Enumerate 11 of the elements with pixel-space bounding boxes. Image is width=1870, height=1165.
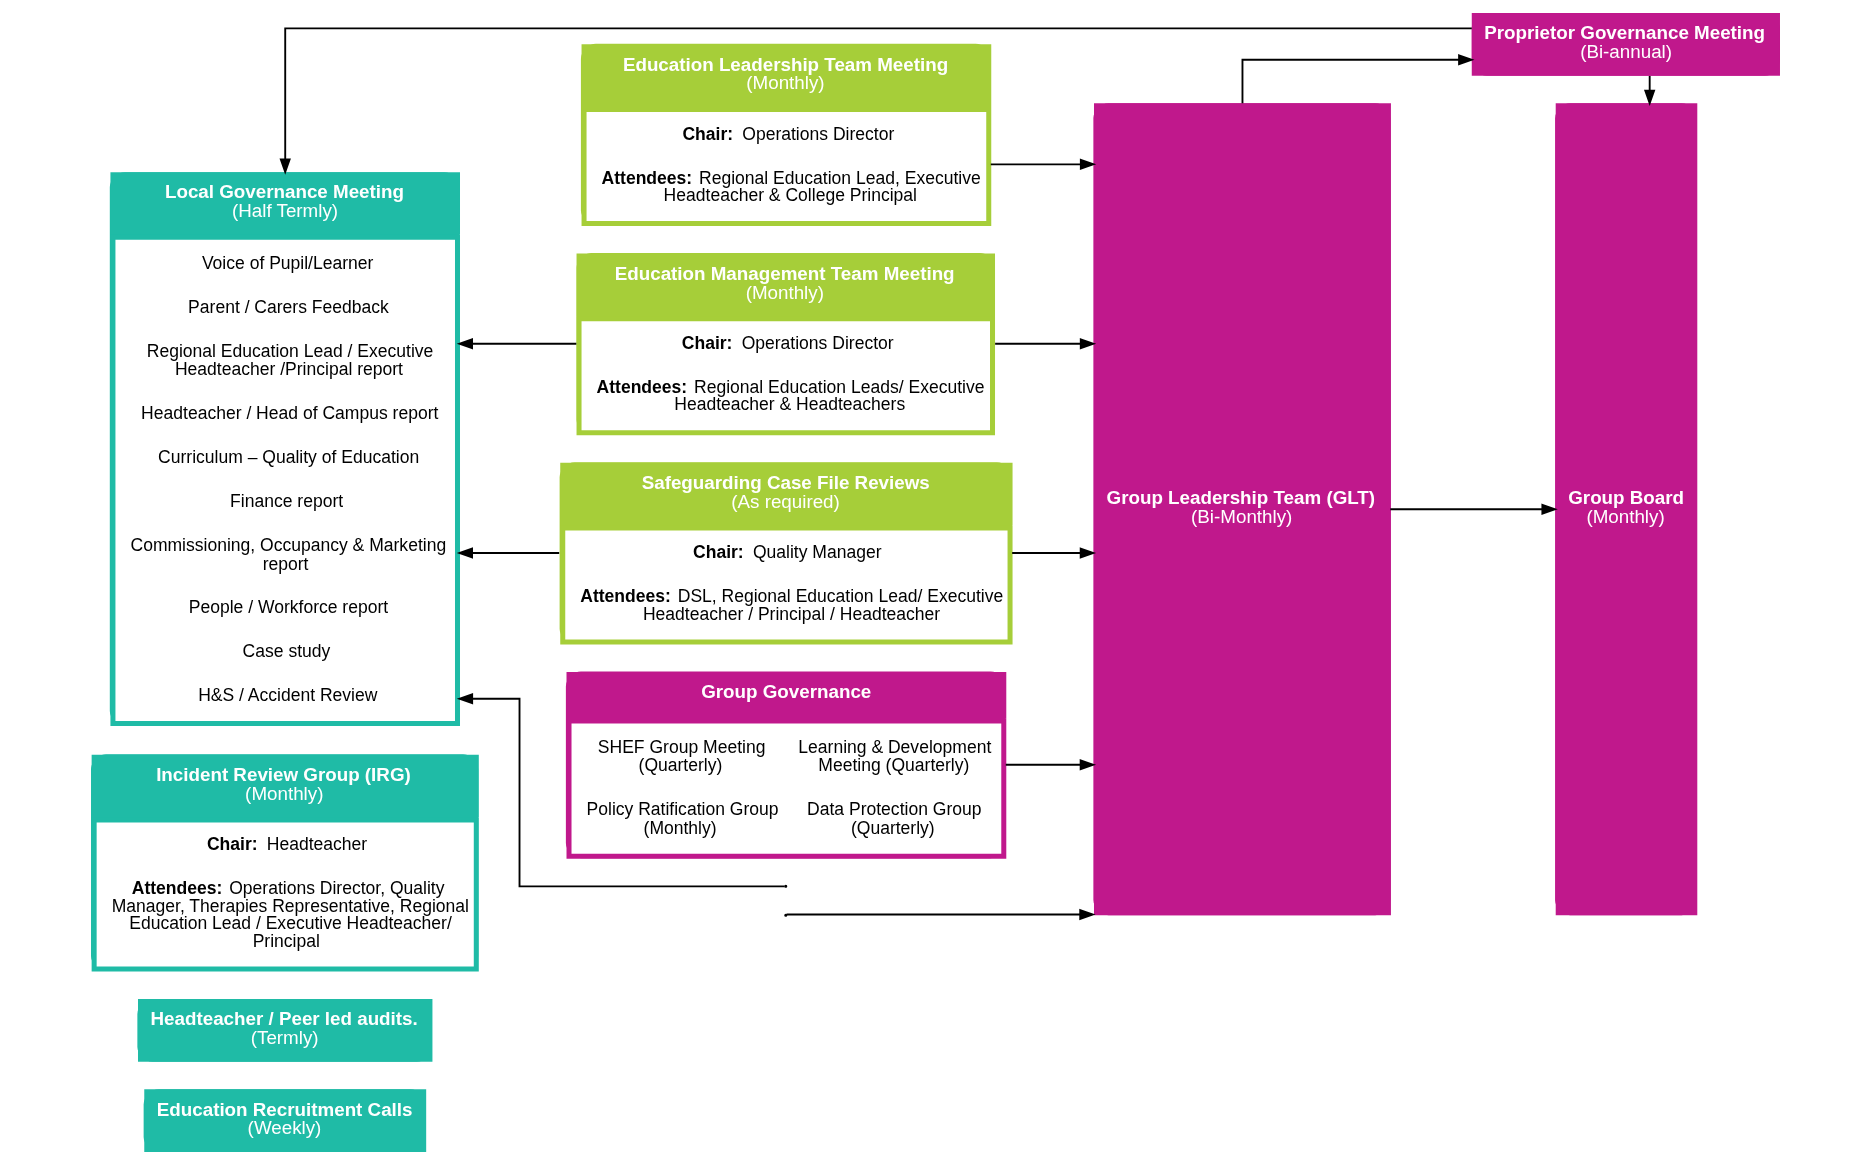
arrow <box>1388 503 1558 515</box>
arrow <box>1241 54 1474 105</box>
arrow <box>1004 759 1096 771</box>
arrow <box>1643 75 1655 106</box>
arrow <box>993 338 1096 350</box>
arrow <box>1010 547 1096 559</box>
arrow <box>279 27 1473 175</box>
arrow <box>989 158 1096 171</box>
arrow <box>785 908 1096 921</box>
arrow <box>456 338 577 350</box>
arrow <box>456 547 560 559</box>
